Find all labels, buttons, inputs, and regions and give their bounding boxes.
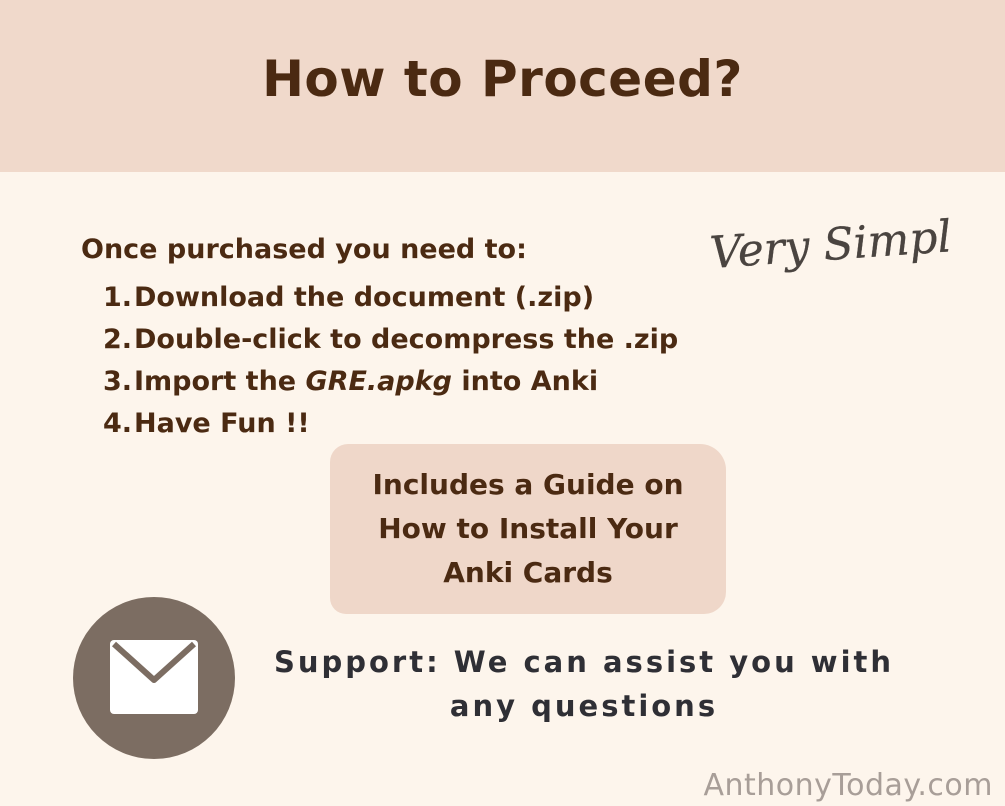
step-item: 1. Download the document (.zip) bbox=[98, 276, 678, 318]
instructions-intro: Once purchased you need to: bbox=[81, 234, 527, 265]
step-text-before: Import the bbox=[134, 365, 306, 397]
very-simple-text: Very Simple bbox=[708, 209, 950, 279]
guide-line: Anki Cards bbox=[443, 556, 613, 589]
step-item: 2. Double-click to decompress the .zip bbox=[98, 318, 678, 360]
header-banner: How to Proceed? bbox=[0, 0, 1005, 172]
step-text: Double-click to decompress the .zip bbox=[134, 323, 679, 355]
guide-line: Includes a Guide on bbox=[372, 468, 684, 501]
step-filename: GRE.apkg bbox=[305, 365, 453, 397]
support-text: Support: We can assist you with any ques… bbox=[266, 640, 902, 728]
step-text-after: into Anki bbox=[452, 365, 599, 397]
support-icon-circle bbox=[73, 597, 235, 759]
step-number: 3. bbox=[102, 365, 132, 397]
step-text: Import the GRE.apkg into Anki bbox=[134, 366, 598, 397]
guide-callout: Includes a Guide on How to Install Your … bbox=[330, 444, 726, 614]
very-simple-script: Very Simple bbox=[708, 209, 950, 279]
support-line: any questions bbox=[449, 689, 719, 723]
step-number: 4. bbox=[102, 407, 132, 439]
website-link[interactable]: AnthonyToday.com bbox=[703, 768, 993, 803]
step-number: 1. bbox=[102, 281, 132, 313]
step-number: 2. bbox=[102, 323, 132, 355]
guide-line: How to Install Your bbox=[378, 512, 678, 545]
step-item: 3. Import the GRE.apkg into Anki bbox=[98, 360, 678, 402]
step-item: 4. Have Fun !! bbox=[98, 402, 678, 444]
steps-list: 1. Download the document (.zip) 2. Doubl… bbox=[98, 276, 678, 444]
page-title: How to Proceed? bbox=[262, 50, 743, 108]
step-text: Have Fun !! bbox=[134, 407, 310, 439]
step-text: Download the document (.zip) bbox=[134, 281, 595, 313]
envelope-icon bbox=[110, 640, 198, 714]
support-line: Support: We can assist you with bbox=[273, 645, 895, 679]
